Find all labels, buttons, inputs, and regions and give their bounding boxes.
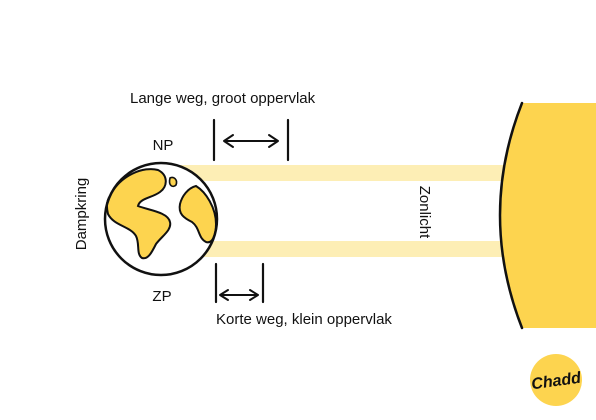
island xyxy=(168,176,178,188)
short-path-label: Korte weg, klein oppervlak xyxy=(216,311,392,328)
chadd-logo: Chadd xyxy=(530,354,583,406)
south-pole-label: ZP xyxy=(152,288,171,305)
logo-text: Chadd xyxy=(530,369,583,393)
sunlight-beam-bottom xyxy=(178,241,508,257)
earth xyxy=(103,161,219,277)
continent-right xyxy=(178,184,218,244)
short-path-marker xyxy=(214,262,265,304)
earth-outline xyxy=(103,161,219,277)
long-path-label: Lange weg, groot oppervlak xyxy=(130,90,316,107)
sun-shape xyxy=(500,103,596,328)
continent-left xyxy=(105,168,172,260)
sun-edge xyxy=(498,101,524,330)
sunlight-beam-top xyxy=(178,165,508,181)
atmosphere-label: Dampkring xyxy=(73,178,90,251)
sunlight-label: Zonlicht xyxy=(416,186,433,239)
north-pole-label: NP xyxy=(153,137,174,154)
long-path-marker xyxy=(212,118,290,162)
